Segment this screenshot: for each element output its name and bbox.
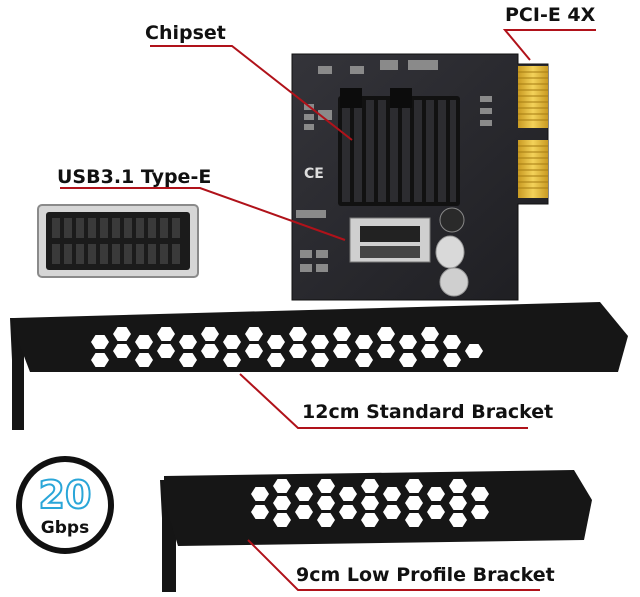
low-profile-bracket-label: 9cm Low Profile Bracket [296, 564, 555, 586]
chipset-label: Chipset [145, 22, 226, 44]
standard-bracket [10, 302, 628, 430]
standard-bracket-label: 12cm Standard Bracket [302, 401, 554, 423]
leader-lines [60, 29, 596, 591]
chipset-heatsink [338, 88, 460, 206]
pcie-card: CE [291, 53, 549, 301]
type-e-connector [37, 204, 199, 278]
low-profile-bracket [160, 470, 592, 592]
speed-value: 20 [38, 473, 93, 517]
speed-badge: 20 Gbps [16, 456, 114, 554]
capacitors [435, 207, 469, 297]
svg-text:CE: CE [304, 166, 324, 182]
usb-type-e-label: USB3.1 Type-E [57, 166, 212, 188]
speed-unit: Gbps [40, 518, 90, 538]
gold-contacts [518, 66, 548, 198]
usb-type-e-port [349, 217, 431, 263]
pcie-label: PCI-E 4X [505, 4, 596, 26]
